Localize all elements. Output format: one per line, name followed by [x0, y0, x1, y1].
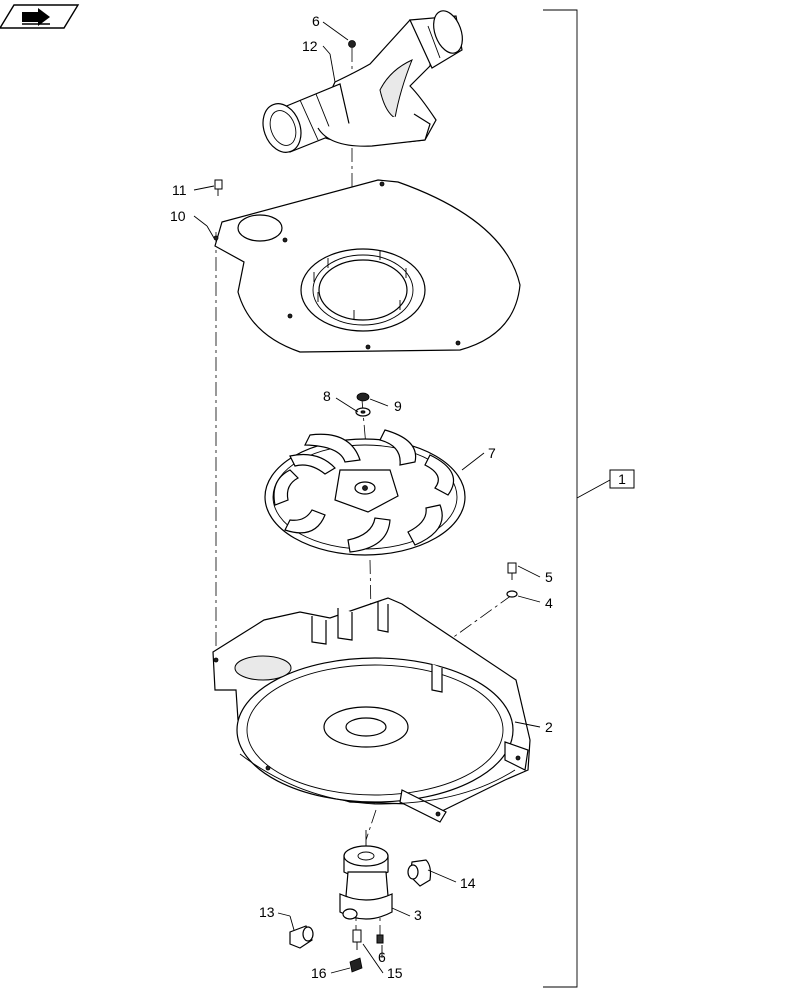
callout-8: 8	[323, 388, 331, 404]
callout-9: 9	[394, 398, 402, 414]
callout-labels: 1 2 3 4 5 6 6 7 8 9 10 11 12 13 14 15 16	[170, 13, 626, 981]
blower-housing	[212, 597, 531, 823]
small-fittings	[349, 929, 384, 973]
callout-16: 16	[311, 965, 327, 981]
callout-10: 10	[170, 208, 186, 224]
callout-1: 1	[618, 471, 626, 487]
callout-12: 12	[302, 38, 318, 54]
callout-6-top: 6	[312, 13, 320, 29]
elbow-fitting-13	[289, 925, 314, 949]
impeller-fan	[264, 429, 466, 556]
blower-cover-plate	[213, 179, 521, 353]
callout-5: 5	[545, 569, 553, 585]
leader-lines	[193, 21, 541, 974]
elbow-fitting-14	[407, 859, 432, 887]
bolt-and-washer	[506, 562, 518, 598]
assembly-bracket	[543, 9, 635, 988]
callout-14: 14	[460, 875, 476, 891]
screw-part-11	[214, 179, 223, 196]
callout-7: 7	[488, 445, 496, 461]
hydraulic-motor	[339, 830, 393, 920]
callout-6-bottom: 6	[378, 949, 386, 965]
air-duct	[262, 10, 463, 153]
callout-11: 11	[172, 182, 187, 198]
callout-15: 15	[387, 965, 403, 981]
callout-3: 3	[414, 907, 422, 923]
callout-13: 13	[259, 904, 275, 920]
callout-4: 4	[545, 595, 553, 611]
next-page-arrow-icon[interactable]	[0, 4, 80, 29]
callout-2: 2	[545, 719, 553, 735]
nut-and-washer	[355, 392, 371, 417]
